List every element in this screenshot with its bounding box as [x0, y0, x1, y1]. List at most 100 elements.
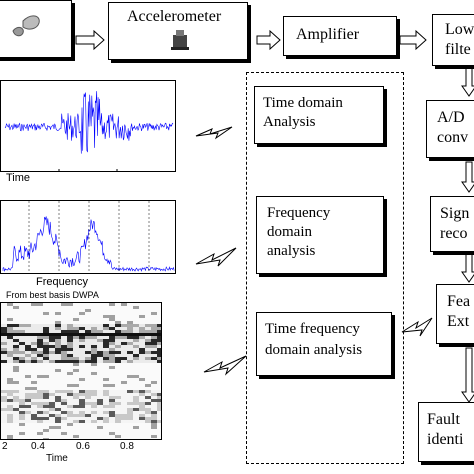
dwpa-cell — [121, 426, 127, 429]
dwpa-cell — [133, 402, 139, 405]
dwpa-cell — [157, 432, 161, 435]
dwpa-scalogram-svg — [1, 303, 161, 439]
dwpa-cell — [97, 399, 103, 402]
dwpa-cell — [67, 384, 73, 387]
dwpa-cell — [61, 339, 67, 342]
dwpa-cell — [25, 396, 31, 399]
dwpa-cell — [133, 327, 139, 330]
dwpa-cell — [91, 411, 97, 414]
dwpa-cell — [25, 354, 31, 357]
dwpa-cell — [115, 381, 121, 384]
dwpa-cell — [49, 372, 55, 375]
dwpa-cell — [1, 375, 7, 378]
dwpa-cell — [91, 423, 97, 426]
dwpa-cell — [67, 381, 73, 384]
dwpa-cell — [67, 357, 73, 360]
dwpa-cell — [85, 432, 91, 435]
dwpa-cell — [73, 438, 79, 439]
dwpa-cell — [37, 309, 43, 312]
dwpa-cell — [25, 399, 31, 402]
dwpa-cell — [121, 351, 127, 354]
dwpa-cell — [139, 363, 145, 366]
dwpa-cell — [109, 324, 115, 327]
time-analysis-line2: Analysis — [263, 114, 316, 130]
dwpa-cell — [55, 411, 61, 414]
dwpa-cell — [61, 342, 67, 345]
dwpa-cell — [61, 411, 67, 414]
dwpa-cell — [49, 309, 55, 312]
dwpa-cell — [97, 438, 103, 439]
dwpa-cell — [145, 354, 151, 357]
dwpa-cell — [85, 354, 91, 357]
dwpa-cell — [157, 420, 161, 423]
dwpa-cell — [43, 351, 49, 354]
dwpa-cell — [67, 438, 73, 439]
dwpa-cell — [127, 357, 133, 360]
dwpa-cell — [19, 366, 25, 369]
dwpa-cell — [91, 426, 97, 429]
dwpa-cell — [25, 426, 31, 429]
dwpa-cell — [127, 336, 133, 339]
dwpa-cell — [61, 315, 67, 318]
dwpa-cell — [31, 435, 37, 438]
dwpa-cell — [91, 438, 97, 439]
dwpa-cell — [43, 408, 49, 411]
dwpa-cell — [85, 381, 91, 384]
dwpa-cell — [73, 378, 79, 381]
dwpa-cell — [139, 384, 145, 387]
dwpa-cell — [127, 399, 133, 402]
dwpa-cell — [67, 309, 73, 312]
dwpa-cell — [115, 366, 121, 369]
dwpa-cell — [103, 324, 109, 327]
freq-analysis-line1: Frequency — [267, 205, 331, 221]
dwpa-cell — [127, 384, 133, 387]
dwpa-cell — [1, 411, 7, 414]
dwpa-cell — [85, 402, 91, 405]
dwpa-cell — [73, 390, 79, 393]
dwpa-cell — [109, 345, 115, 348]
dwpa-cell — [115, 342, 121, 345]
dwpa-cell — [19, 348, 25, 351]
dwpa-cell — [55, 342, 61, 345]
dwpa-cell — [157, 342, 161, 345]
dwpa-cell — [103, 348, 109, 351]
dwpa-cell — [127, 309, 133, 312]
dwpa-cell — [145, 369, 151, 372]
dwpa-cell — [139, 387, 145, 390]
dwpa-cell — [49, 435, 55, 438]
signal-reconstruction-block: Sign reco — [430, 196, 474, 252]
dwpa-cell — [139, 429, 145, 432]
dwpa-cell — [61, 318, 67, 321]
dwpa-cell — [37, 402, 43, 405]
dwpa-cell — [97, 306, 103, 309]
dwpa-cell — [139, 303, 145, 306]
dwpa-cell — [19, 330, 25, 333]
dwpa-cell — [115, 420, 121, 423]
dwpa-cell — [121, 393, 127, 396]
accelerometer-icon — [171, 30, 189, 50]
dwpa-cell — [43, 354, 49, 357]
dwpa-cell — [91, 375, 97, 378]
dwpa-cell — [13, 402, 19, 405]
dwpa-cell — [43, 339, 49, 342]
accelerometer-label: Accelerometer — [127, 8, 222, 25]
time-waveform-svg — [4, 91, 174, 171]
dwpa-cell — [115, 399, 121, 402]
dwpa-cell — [91, 372, 97, 375]
dwpa-cell — [157, 360, 161, 363]
dwpa-cell — [19, 357, 25, 360]
dwpa-cell — [157, 318, 161, 321]
tf-analysis-line1: Time frequency — [265, 321, 360, 337]
dwpa-cell — [85, 426, 91, 429]
dwpa-cell — [91, 312, 97, 315]
dwpa-cell — [109, 414, 115, 417]
dwpa-cell — [151, 366, 157, 369]
dwpa-cell — [25, 327, 31, 330]
dwpa-cell — [37, 336, 43, 339]
dwpa-cell — [7, 381, 13, 384]
dwpa-cell — [103, 432, 109, 435]
dwpa-cell — [31, 348, 37, 351]
dwpa-cell — [25, 330, 31, 333]
dwpa-cell — [151, 384, 157, 387]
dwpa-cell — [25, 348, 31, 351]
